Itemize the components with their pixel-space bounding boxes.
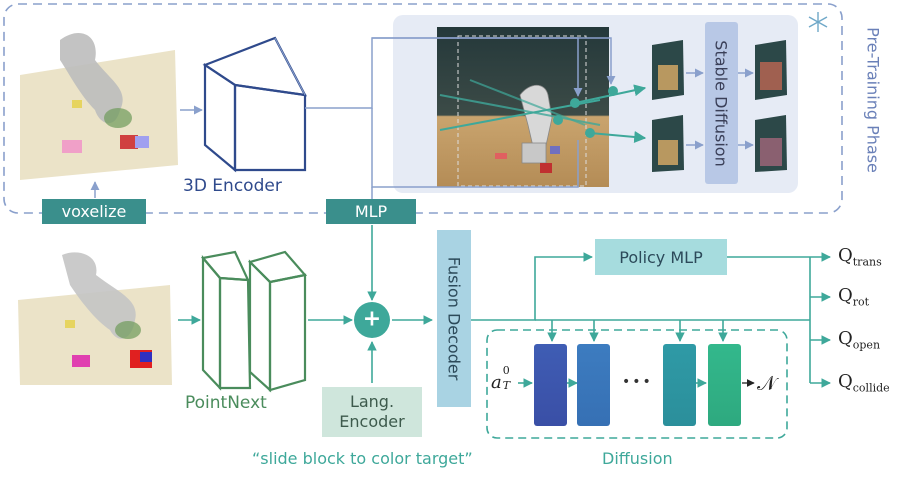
q-collide-output: Qcollide xyxy=(838,371,890,395)
pointnext-pointcloud-image xyxy=(18,252,172,385)
diffusion-input-symbol: a 0 T xyxy=(491,364,511,393)
diffusion-step-block-1 xyxy=(534,344,567,426)
encoder-3d-label: 3D Encoder xyxy=(183,176,282,196)
policy-mlp-label: Policy MLP xyxy=(619,247,703,267)
pretraining-region xyxy=(3,3,843,214)
stable-diffusion-block xyxy=(705,22,738,184)
snowflake-icon xyxy=(808,12,828,32)
q-rot-output: Qrot xyxy=(838,285,870,309)
fusion-decoder-label: Fusion Decoder xyxy=(444,256,464,381)
voxel-pointcloud-image xyxy=(20,32,178,180)
diffusion-step-block-4 xyxy=(708,344,741,426)
diffusion-step-block-3 xyxy=(663,344,696,426)
noise-symbol: 𝒩 xyxy=(757,371,777,395)
fusion-plus-node xyxy=(354,302,390,338)
view-thumbnails xyxy=(652,40,787,172)
lang-encoder-box: Lang. Encoder xyxy=(322,387,422,437)
mlp-box: MLP xyxy=(326,199,416,224)
instruction-text: “slide block to color target” xyxy=(252,449,473,468)
pointnext-shape xyxy=(200,250,308,393)
stable-diffusion-label: Stable Diffusion xyxy=(712,39,731,167)
stable-diffusion-label-box: Stable Diffusion xyxy=(705,22,738,184)
policy-mlp-box: Policy MLP xyxy=(595,239,727,275)
voxelize-label: voxelize xyxy=(61,202,127,221)
fusion-decoder-box: Fusion Decoder xyxy=(437,230,471,407)
lang-label-line2: Encoder xyxy=(339,412,405,431)
encoder-3d-shape xyxy=(202,36,307,173)
voxelize-box: voxelize xyxy=(42,199,146,224)
pretraining-label: Pre-Training Phase xyxy=(863,27,883,173)
pointnext-label: PointNext xyxy=(185,393,267,413)
diffusion-ellipsis: ••• xyxy=(622,374,653,390)
lang-label-line1: Lang. xyxy=(349,392,395,411)
q-open-output: Qopen xyxy=(838,328,881,352)
diffusion-step-block-2 xyxy=(577,344,610,426)
diffusion-region xyxy=(486,329,788,439)
plus-symbol: + xyxy=(362,306,382,332)
q-trans-output: Qtrans xyxy=(838,245,882,269)
projection-rays xyxy=(439,79,647,143)
diffusion-label: Diffusion xyxy=(602,449,673,468)
mlp-label: MLP xyxy=(354,202,388,221)
